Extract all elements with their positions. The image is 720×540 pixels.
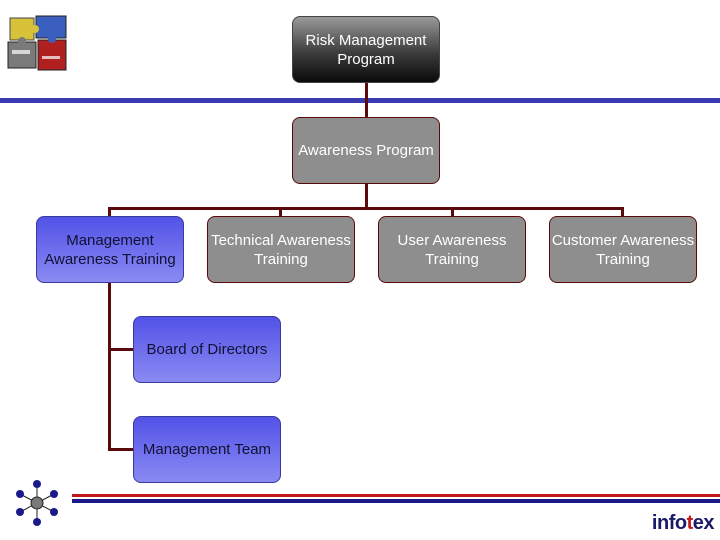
node-customer-awareness-training: Customer Awareness Training (549, 216, 697, 283)
node-board-of-directors: Board of Directors (133, 316, 281, 383)
connector-awareness-down (365, 183, 368, 209)
footer-rule-blue (72, 499, 720, 503)
network-logo-icon (16, 480, 58, 526)
brand-prefix: info (651, 512, 687, 534)
connector-mgmt-team (108, 448, 134, 451)
footer-rule-red (72, 494, 720, 497)
node-risk-management-program: Risk Management Program (292, 16, 440, 83)
puzzle-logo-icon (7, 15, 67, 71)
node-technical-awareness-training: Technical Awareness Training (207, 216, 355, 283)
connector-board (108, 348, 134, 351)
node-management-awareness-training: Management Awareness Training (36, 216, 184, 283)
connector-management (108, 207, 111, 217)
header-rule (0, 98, 720, 103)
node-awareness-program: Awareness Program (292, 117, 440, 184)
node-management-team: Management Team (133, 416, 281, 483)
connector-root-awareness (365, 82, 368, 118)
infotex-logo: infotex (651, 512, 715, 535)
connector-horizontal (108, 207, 624, 210)
brand-accent: t (686, 512, 694, 534)
connector-customer (621, 207, 624, 217)
brand-suffix: ex (692, 512, 715, 534)
connector-user (451, 207, 454, 217)
connector-management-down (108, 282, 111, 450)
connector-technical (279, 207, 282, 217)
node-user-awareness-training: User Awareness Training (378, 216, 526, 283)
